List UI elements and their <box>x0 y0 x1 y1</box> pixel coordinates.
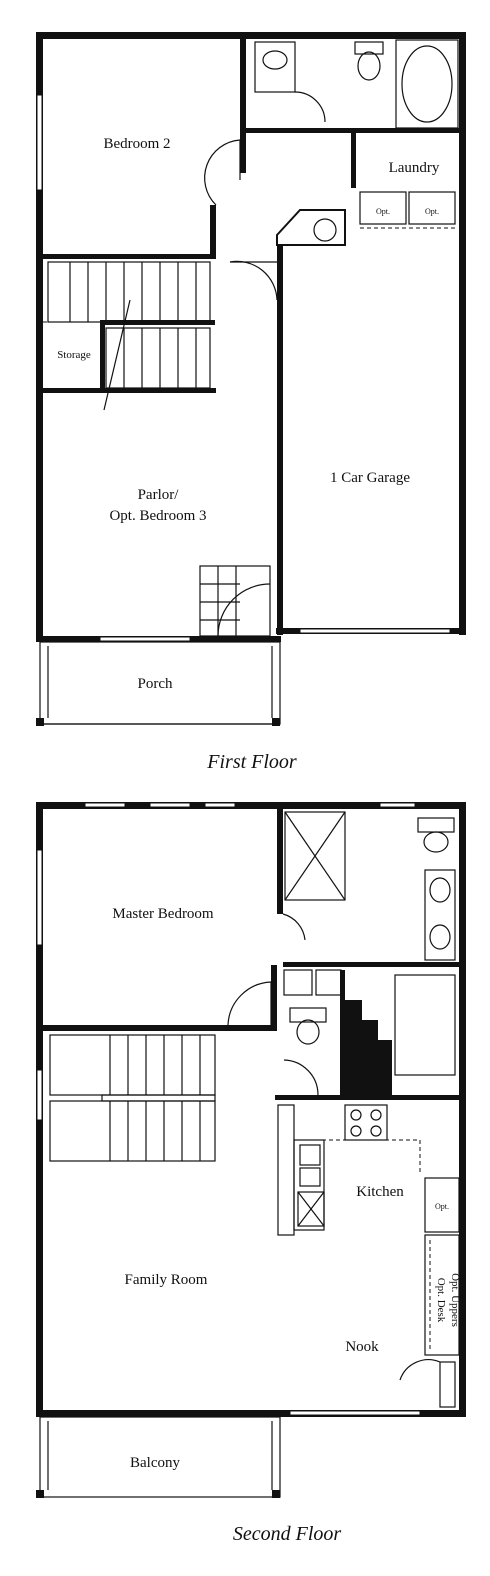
ff-stairs <box>47 261 215 411</box>
ff-door-bath <box>294 91 326 123</box>
first-floor-plan: Bedroom 2 Laundry Opt. Opt. Storage 1 Ca… <box>36 32 466 726</box>
sf-label-opt-uppers: Opt. Uppers <box>449 1273 461 1327</box>
ff-bath-sink <box>262 50 288 70</box>
ff-window-parlor <box>99 636 191 642</box>
sf-stair-wall <box>345 1000 392 1095</box>
second-floor-caption: Second Floor <box>233 1523 342 1545</box>
ff-toilet <box>357 51 381 81</box>
ff-wall-left <box>36 32 43 642</box>
ff-label-opt-left: Opt. <box>376 207 390 216</box>
sf-label-master-bedroom: Master Bedroom <box>112 906 214 922</box>
ff-wall-bedroom2-right <box>210 205 216 259</box>
sf-label-nook: Nook <box>345 1339 379 1355</box>
ff-tub <box>395 39 459 129</box>
sf-label-opt-desk: Opt. Desk <box>435 1278 447 1323</box>
first-floor-caption: First Floor <box>206 751 297 773</box>
ff-wall-garage-left <box>277 245 283 635</box>
ff-bath-sink-counter <box>254 41 296 93</box>
ff-porch <box>36 641 281 726</box>
ff-laundry-opt-left <box>359 191 407 225</box>
sf-label-kitchen: Kitchen <box>356 1184 404 1200</box>
sf-balcony <box>36 1416 281 1498</box>
ff-wall-right <box>459 32 466 635</box>
sf-door-master <box>227 981 272 1026</box>
ff-entry-stair <box>199 565 271 637</box>
ff-label-parlor-1: Parlor/ <box>138 487 180 503</box>
sf-label-opt: Opt. <box>435 1202 449 1211</box>
sf-label-family-room: Family Room <box>125 1272 208 1288</box>
ff-garage-door <box>299 628 451 634</box>
sf-stairs <box>49 1034 216 1162</box>
ff-water-heater-closet <box>276 209 346 246</box>
sf-toilet-tank <box>417 817 455 833</box>
ff-label-garage: 1 Car Garage <box>330 470 410 486</box>
ff-laundry-opt-right <box>408 191 456 225</box>
ff-door-garage <box>229 260 278 301</box>
ff-tub-basin <box>401 45 453 123</box>
ff-label-bedroom2: Bedroom 2 <box>103 136 170 152</box>
ff-label-porch: Porch <box>138 676 173 692</box>
ff-water-heater <box>313 218 337 242</box>
ff-label-laundry: Laundry <box>389 160 440 176</box>
ff-label-opt-right: Opt. <box>425 207 439 216</box>
second-floor-plan: Master Bedroom Kitchen Opt. Opt. Uppers … <box>36 802 466 1498</box>
ff-wall-top <box>36 32 466 39</box>
sf-shower <box>284 811 346 901</box>
ff-wall-bath-bottom <box>246 128 351 133</box>
ff-label-parlor-2: Opt. Bedroom 3 <box>109 508 206 524</box>
sf-label-balcony: Balcony <box>130 1455 180 1471</box>
ff-window-bedroom2 <box>36 94 43 191</box>
ff-wall-bath-left <box>240 38 246 173</box>
sf-kitchen-counters <box>277 1104 460 1408</box>
ff-door-bedroom2 <box>204 139 241 206</box>
sf-vanity <box>424 869 456 961</box>
ff-label-storage: Storage <box>57 349 91 361</box>
ff-toilet-tank <box>354 41 384 55</box>
ff-wall-bedroom2-bottom <box>36 254 211 259</box>
